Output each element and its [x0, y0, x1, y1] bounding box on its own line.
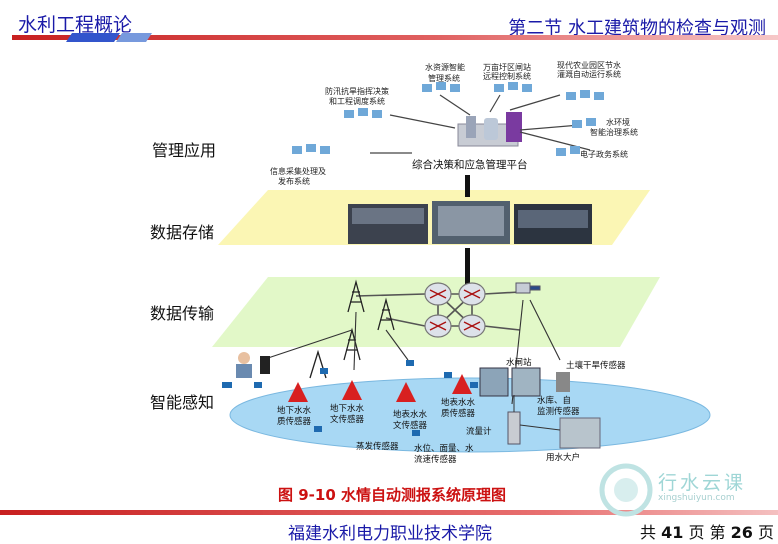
watermark-text: 行水云课	[658, 472, 747, 494]
layer-label-sensing: 智能感知	[150, 393, 215, 412]
field-sensor-boxes	[222, 360, 478, 436]
info-collection-label-1: 信息采集处理及	[270, 166, 326, 176]
watermark: 行水云课 xingshuiyun.com	[596, 462, 774, 520]
e-gov-label: 电子政务系统	[580, 149, 628, 159]
surface-hydro-label-1: 地表水水	[393, 409, 428, 420]
water-env-label-1: 水环境	[606, 117, 630, 127]
watermark-logo-icon	[599, 463, 653, 517]
layer-label-transmission: 数据传输	[150, 304, 215, 323]
course-title: 水利工程概论	[18, 14, 133, 36]
footer-divider	[0, 510, 778, 515]
irrigation-label-1: 万亩圩区闸站	[483, 62, 531, 72]
reservoir-label-1: 水库、自	[537, 395, 571, 406]
water-resources-label-1: 水资源智能	[425, 62, 465, 72]
level-flow-label-2: 流速传感器	[414, 454, 457, 465]
level-flow-label-1: 水位、面量、水	[414, 443, 474, 454]
flood-control-label-2: 和工程调度系统	[329, 96, 385, 106]
water-quality-sensor-icons	[288, 374, 472, 402]
transmission-plane	[212, 277, 660, 347]
water-env-label-2: 智能治理系统	[590, 127, 638, 137]
soil-sensor-label: 土壤干旱传感器	[566, 360, 626, 371]
agriculture-label-2: 灌溉自动运行系统	[557, 69, 621, 79]
page-prefix: 共	[640, 523, 657, 542]
irrigation-label-2: 远程控制系统	[483, 71, 531, 81]
reservoir-label-2: 监测传感器	[537, 406, 580, 417]
watermark-url: xingshuiyun.com	[658, 493, 735, 503]
data-center-photos	[348, 201, 592, 244]
layer-label-management: 管理应用	[152, 141, 217, 160]
section-title: 第二节 水工建筑物的检查与观测	[508, 18, 766, 39]
evaporation-label: 蒸发传感器	[356, 441, 399, 452]
flow-meter-label: 流量计	[466, 426, 492, 437]
page-mid: 页 第	[688, 523, 726, 542]
agriculture-label-1: 现代农业园区节水	[557, 60, 621, 70]
satellite-icon	[515, 282, 541, 294]
school-name: 福建水利电力职业技术学院	[288, 524, 492, 544]
sluice-station-label: 水闸站	[506, 357, 532, 368]
soil-sensor-icon	[556, 372, 570, 392]
page-indicator: 共 41 页 第 26 页	[640, 519, 774, 543]
current-page: 26	[730, 523, 753, 542]
water-user-label: 用水大户	[546, 452, 580, 463]
groundwater-hydro-label-2: 文传感器	[330, 414, 365, 425]
header-divider	[12, 33, 778, 42]
flow-meter-icon	[507, 411, 521, 445]
page-suffix: 页	[758, 523, 775, 542]
water-resources-label-2: 管理系统	[428, 73, 460, 83]
info-collection-label-2: 发布系统	[278, 176, 310, 186]
water-user-building-icon	[559, 417, 601, 449]
groundwater-hydro-label-1: 地下水水	[330, 403, 365, 414]
sluice-station-photos	[479, 367, 541, 397]
flood-control-label-1: 防汛抗旱指挥决策	[325, 86, 389, 96]
groundwater-quality-label-2: 质传感器	[277, 416, 312, 427]
surface-hydro-label-2: 文传感器	[393, 420, 428, 431]
figure-caption: 图 9-10 水情自动测报系统原理图	[278, 486, 506, 504]
operator-icon	[236, 352, 270, 378]
layer-label-storage: 数据存储	[150, 223, 215, 242]
total-pages: 41	[661, 523, 684, 542]
platform-server-icon	[457, 112, 522, 147]
surface-quality-label-2: 质传感器	[441, 408, 476, 419]
groundwater-quality-label-1: 地下水水	[277, 405, 312, 416]
tower-icons	[309, 279, 395, 379]
surface-quality-label-1: 地表水水	[441, 397, 476, 408]
platform-label: 综合决策和应急管理平台	[412, 158, 528, 171]
